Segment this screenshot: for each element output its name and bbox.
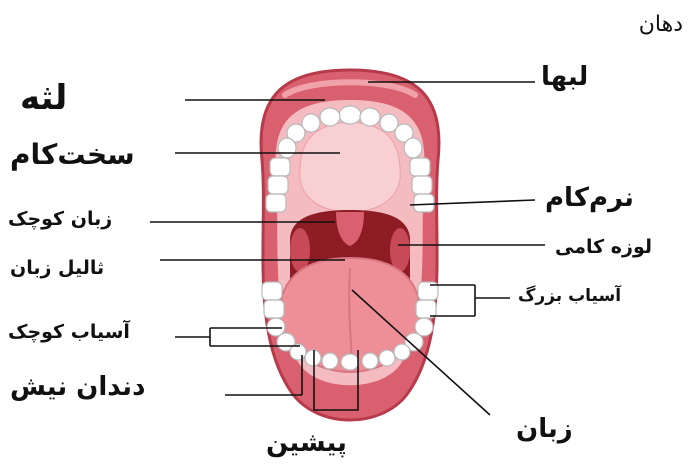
label-premolars: آسیاب کوچک	[8, 321, 130, 343]
label-papilla: ثالیل زبان	[10, 257, 104, 279]
tonsil-left	[290, 228, 310, 272]
label-lips: لبها	[541, 62, 588, 92]
label-gum: لثه	[20, 78, 67, 118]
label-incisors: پیشین	[266, 428, 347, 458]
hard-palate	[300, 122, 400, 212]
label-hard-palate: سخت‌کام	[10, 138, 135, 171]
label-tonsil: لوزه کامی	[555, 236, 652, 258]
label-molars: آسیاب بزرگ	[518, 286, 621, 306]
label-soft-palate: نرم‌کام	[545, 183, 634, 213]
diagram-title: دهان	[639, 12, 683, 37]
label-tongue: زبان	[516, 414, 573, 444]
label-uvula: زبان کوچک	[8, 208, 112, 230]
tonsil-right	[390, 228, 410, 272]
label-canine: دندان نیش	[10, 372, 145, 402]
